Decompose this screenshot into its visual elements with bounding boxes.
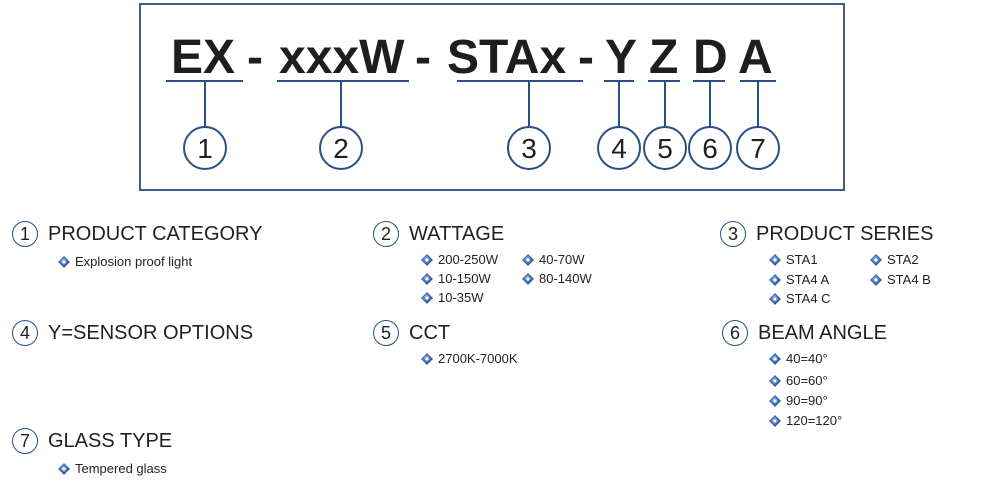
list-item: 60=60°	[769, 373, 828, 388]
item-label: Explosion proof light	[75, 254, 193, 269]
section-title: WATTAGE	[409, 222, 505, 245]
marker-number: 7	[750, 133, 766, 164]
item-label: 90=90°	[786, 393, 828, 408]
diamond-bullet-icon	[769, 292, 781, 305]
code-frame	[139, 3, 845, 191]
item-label: 2700K-7000K	[438, 351, 518, 366]
diamond-bullet-icon	[870, 253, 882, 266]
diamond-bullet-icon	[421, 291, 433, 304]
section-header: 2 WATTAGE	[373, 221, 504, 247]
list-item: STA4 B	[870, 272, 931, 287]
list-item: 120=120°	[769, 413, 842, 428]
item-label: 60=60°	[786, 373, 828, 388]
marker-number: 1	[197, 133, 213, 164]
item-label: 120=120°	[786, 413, 843, 428]
marker-number: 6	[702, 133, 718, 164]
code-segment-a: A	[738, 31, 773, 84]
section-header: 6 BEAM ANGLE	[722, 320, 887, 346]
diamond-bullet-icon	[421, 272, 433, 285]
list-item: 10-150W	[421, 271, 491, 286]
item-label: 40=40°	[786, 351, 828, 366]
diamond-bullet-icon	[870, 273, 882, 286]
list-item: STA4 C	[769, 291, 831, 306]
list-item: STA1	[769, 252, 818, 267]
marker-circle-4	[597, 126, 641, 170]
section-header: 7 GLASS TYPE	[12, 428, 172, 454]
item-label: STA4 C	[786, 291, 831, 306]
diamond-bullet-icon	[769, 273, 781, 286]
section-number: 4	[12, 320, 38, 346]
marker-circle-2	[319, 126, 363, 170]
item-label: 200-250W	[438, 252, 498, 267]
section-title: PRODUCT CATEGORY	[48, 222, 263, 245]
diamond-bullet-icon	[769, 352, 781, 365]
section-number: 1	[12, 221, 38, 247]
diamond-bullet-icon	[522, 272, 534, 285]
item-label: Tempered glass	[75, 461, 167, 476]
list-item: Tempered glass	[58, 461, 167, 476]
diamond-bullet-icon	[58, 255, 70, 268]
list-item: 40=40°	[769, 351, 828, 366]
code-separator: -	[578, 31, 594, 84]
item-label: 10-150W	[438, 271, 491, 286]
marker-number: 2	[333, 133, 349, 164]
diamond-bullet-icon	[769, 394, 781, 407]
diamond-bullet-icon	[769, 253, 781, 266]
section-title: GLASS TYPE	[48, 429, 173, 452]
list-item: 40-70W	[522, 252, 585, 267]
marker-circle-7	[736, 126, 780, 170]
list-item: Explosion proof light	[58, 254, 192, 269]
list-item: STA4 A	[769, 272, 829, 287]
marker-number: 5	[657, 133, 673, 164]
diamond-bullet-icon	[522, 253, 534, 266]
item-label: STA4 A	[786, 272, 830, 287]
diamond-bullet-icon	[58, 462, 70, 475]
section-title: Y=SENSOR OPTIONS	[48, 321, 254, 344]
list-item: 200-250W	[421, 252, 498, 267]
marker-circle-1	[183, 126, 227, 170]
list-item: 10-35W	[421, 290, 484, 305]
section-header: 3 PRODUCT SERIES	[720, 221, 933, 247]
marker-circle-5	[643, 126, 687, 170]
code-separator: -	[415, 31, 431, 84]
item-label: 10-35W	[438, 290, 484, 305]
code-separator: -	[247, 31, 263, 84]
section-header: 4 Y=SENSOR OPTIONS	[12, 320, 253, 346]
diamond-bullet-icon	[769, 414, 781, 427]
list-item: 80-140W	[522, 271, 592, 286]
code-segment-d: D	[693, 31, 728, 84]
section-number: 6	[722, 320, 748, 346]
code-segment-ex: EX	[171, 31, 235, 84]
section-header: 5 CCT	[373, 320, 450, 346]
item-label: 80-140W	[539, 271, 592, 286]
diamond-bullet-icon	[421, 253, 433, 266]
section-title: CCT	[409, 321, 451, 344]
item-label: STA1	[786, 252, 818, 267]
marker-number: 4	[611, 133, 627, 164]
section-number: 2	[373, 221, 399, 247]
code-segment-series: STAx	[447, 31, 566, 84]
section-number: 3	[720, 221, 746, 247]
section-header: 1 PRODUCT CATEGORY	[12, 221, 262, 247]
code-segment-y: Y	[605, 31, 637, 84]
item-label: 40-70W	[539, 252, 585, 267]
marker-circle-6	[688, 126, 732, 170]
marker-circle-3	[507, 126, 551, 170]
diamond-bullet-icon	[421, 352, 433, 365]
marker-number: 3	[521, 133, 537, 164]
code-segment-z: Z	[649, 31, 678, 84]
item-label: STA4 B	[887, 272, 931, 287]
item-label: STA2	[887, 252, 919, 267]
list-item: STA2	[870, 252, 919, 267]
section-title: PRODUCT SERIES	[756, 222, 934, 245]
list-item: 90=90°	[769, 393, 828, 408]
diamond-bullet-icon	[769, 374, 781, 387]
section-title: BEAM ANGLE	[758, 321, 887, 344]
section-number: 5	[373, 320, 399, 346]
code-segment-wattage: xxxW	[279, 31, 405, 84]
section-number: 7	[12, 428, 38, 454]
list-item: 2700K-7000K	[421, 351, 518, 366]
